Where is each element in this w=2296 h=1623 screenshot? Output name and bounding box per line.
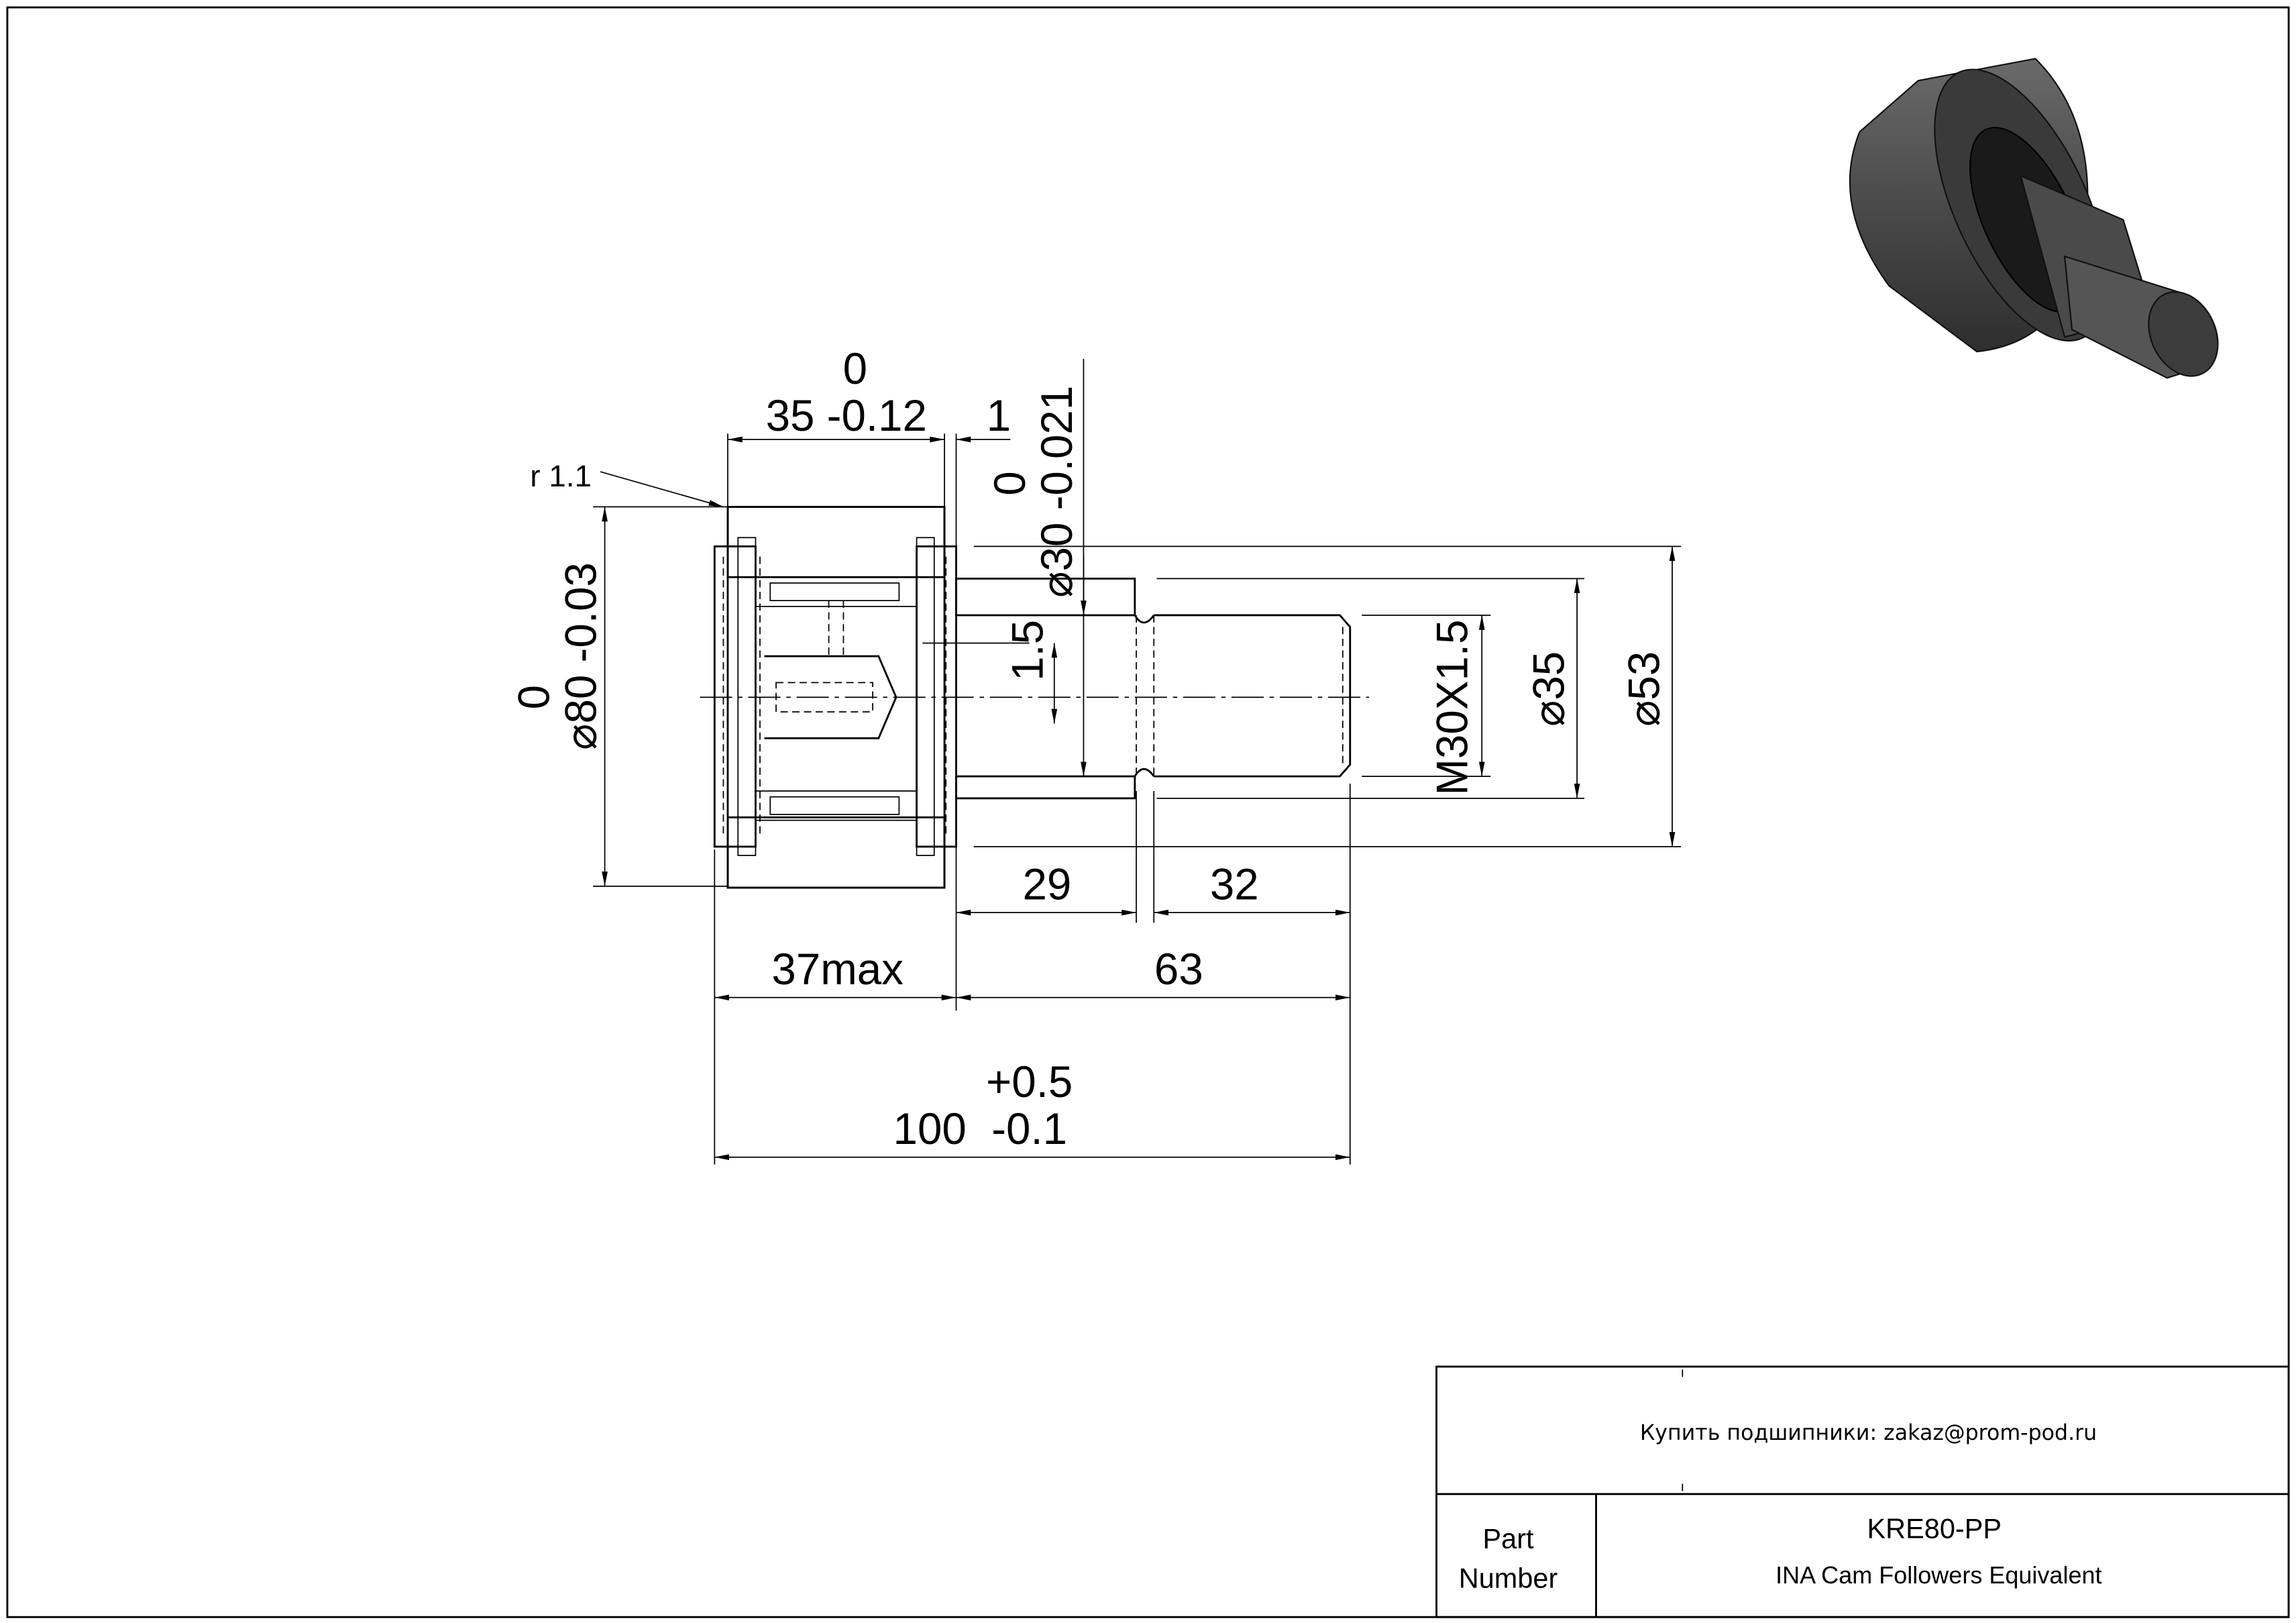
- lube-hole-dimension: 1.5: [1003, 620, 1052, 681]
- dia-35-symbol: ⌀: [1524, 700, 1573, 727]
- total-length-tol-lower: -0.1: [991, 1104, 1067, 1153]
- bearing-3d-render: [1849, 58, 2219, 379]
- inner-dia-tol-upper: 0: [985, 471, 1034, 495]
- gap-dimension: 1: [987, 391, 1011, 440]
- part-number: KRE80-PP: [1867, 1512, 2002, 1544]
- length-29: 29: [1022, 859, 1071, 908]
- drawing-frame: [6, 6, 2290, 1618]
- outer-dia-symbol: ⌀: [556, 724, 605, 750]
- length-63: 63: [1154, 945, 1203, 994]
- purchase-note: Купить подшипники: zakaz@prom-pod.ru: [1640, 1421, 2097, 1445]
- total-length: 100: [893, 1104, 967, 1153]
- total-length-tol-upper: +0.5: [986, 1057, 1073, 1106]
- title-block: [1435, 1365, 2290, 1618]
- inner-dia-dimension: 30 -0.021: [1032, 386, 1081, 572]
- outer-dia-dimension: 80 -0.03: [556, 562, 605, 723]
- width-tol-upper: 0: [843, 344, 867, 393]
- stud-section: [922, 577, 1352, 800]
- outer-dia-tol-upper: 0: [510, 685, 559, 709]
- dia-53-dimension: 53: [1619, 651, 1668, 700]
- width-dimension: 35 -0.12: [766, 391, 927, 440]
- length-37max: 37max: [771, 945, 904, 994]
- part-description: INA Cam Followers Equivalent: [1775, 1561, 2101, 1589]
- length-32: 32: [1210, 859, 1259, 908]
- thread-dimension: M30X1.5: [1427, 619, 1476, 795]
- number-label: Number: [1459, 1563, 1558, 1594]
- dia-53-symbol: ⌀: [1619, 700, 1668, 727]
- inner-dia-symbol: ⌀: [1032, 571, 1081, 597]
- part-label: Part: [1482, 1523, 1534, 1555]
- radius-label: r 1.1: [530, 459, 592, 493]
- dia-35-dimension: 35: [1524, 651, 1573, 700]
- dimension-lines: [593, 358, 1682, 1165]
- outer-ring-section: [713, 506, 957, 889]
